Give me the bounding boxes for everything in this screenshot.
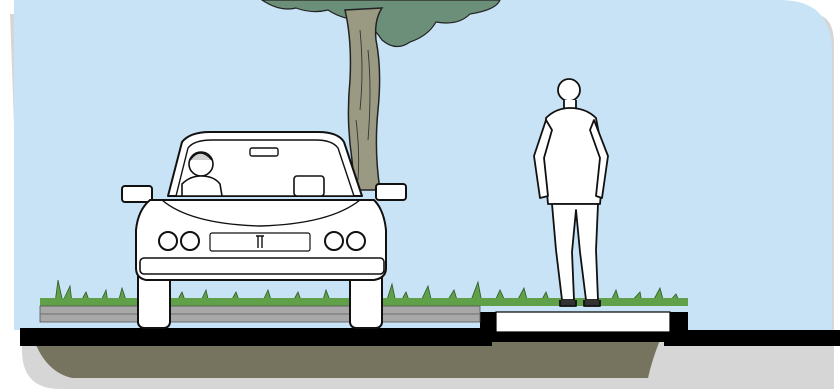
car-left-mirror xyxy=(122,186,152,202)
sky-background xyxy=(14,0,832,330)
pedestrian-head xyxy=(558,79,580,101)
car-headlight xyxy=(347,232,365,250)
car-right-mirror xyxy=(376,184,406,200)
sidewalk xyxy=(496,312,670,332)
car-headrest xyxy=(294,176,324,196)
car-bumper xyxy=(140,258,384,274)
car-headlight xyxy=(159,232,177,250)
car-rearview-mirror xyxy=(250,148,278,156)
car-headlight xyxy=(325,232,343,250)
car-headlight xyxy=(181,232,199,250)
